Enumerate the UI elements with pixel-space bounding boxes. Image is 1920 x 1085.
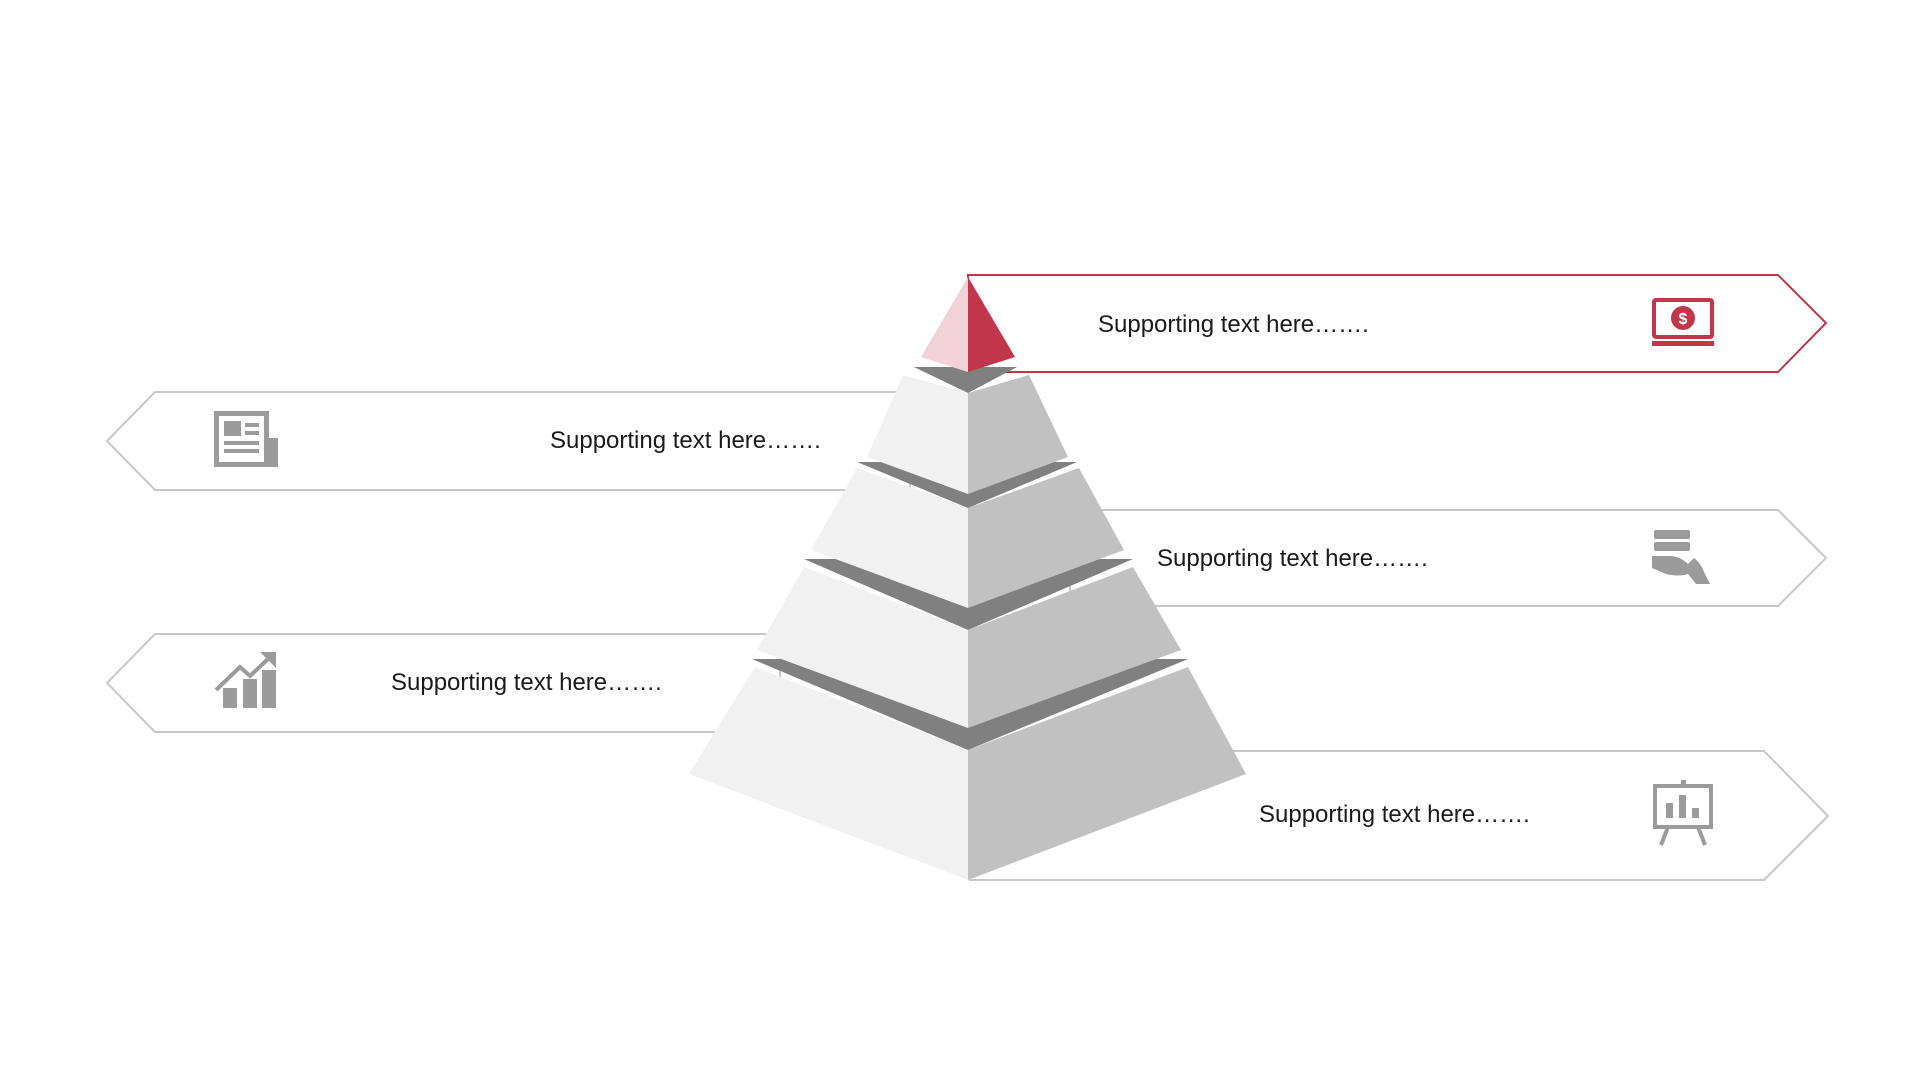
pyramid-tier-4-left [757, 567, 968, 728]
pyramid-tier-3-right [968, 468, 1124, 608]
pyramid-tier-1-left [921, 277, 968, 372]
pyramid-tier-5-right [968, 667, 1246, 880]
tier-4-label: Supporting text here……. [391, 669, 662, 696]
growth-chart-icon [214, 652, 276, 708]
svg-text:$: $ [1679, 311, 1688, 328]
pyramid [689, 277, 1246, 880]
laptop-dollar-icon: $ [1652, 298, 1714, 346]
presentation-board-icon [1653, 780, 1713, 846]
pyramid-tier-5-left [689, 667, 968, 880]
tier-2-label: Supporting text here……. [550, 427, 821, 454]
pyramid-tier-2-right [968, 375, 1068, 494]
pyramid-gap-1 [914, 367, 1017, 393]
pyramid-tier-1-right [968, 277, 1015, 372]
tier-5-label: Supporting text here……. [1259, 801, 1530, 828]
pyramid-tier-3-left [811, 468, 968, 608]
tier-3-label: Supporting text here……. [1157, 545, 1428, 572]
pyramid-tier-2-left [867, 375, 968, 494]
hand-coins-icon [1652, 530, 1710, 584]
banner-tier-3 [1069, 509, 1828, 607]
banner-tier-1 [967, 274, 1828, 373]
pyramid-tier-4-right [968, 567, 1181, 728]
tier-1-label: Supporting text here……. [1098, 311, 1369, 338]
newspaper-icon [214, 411, 278, 467]
